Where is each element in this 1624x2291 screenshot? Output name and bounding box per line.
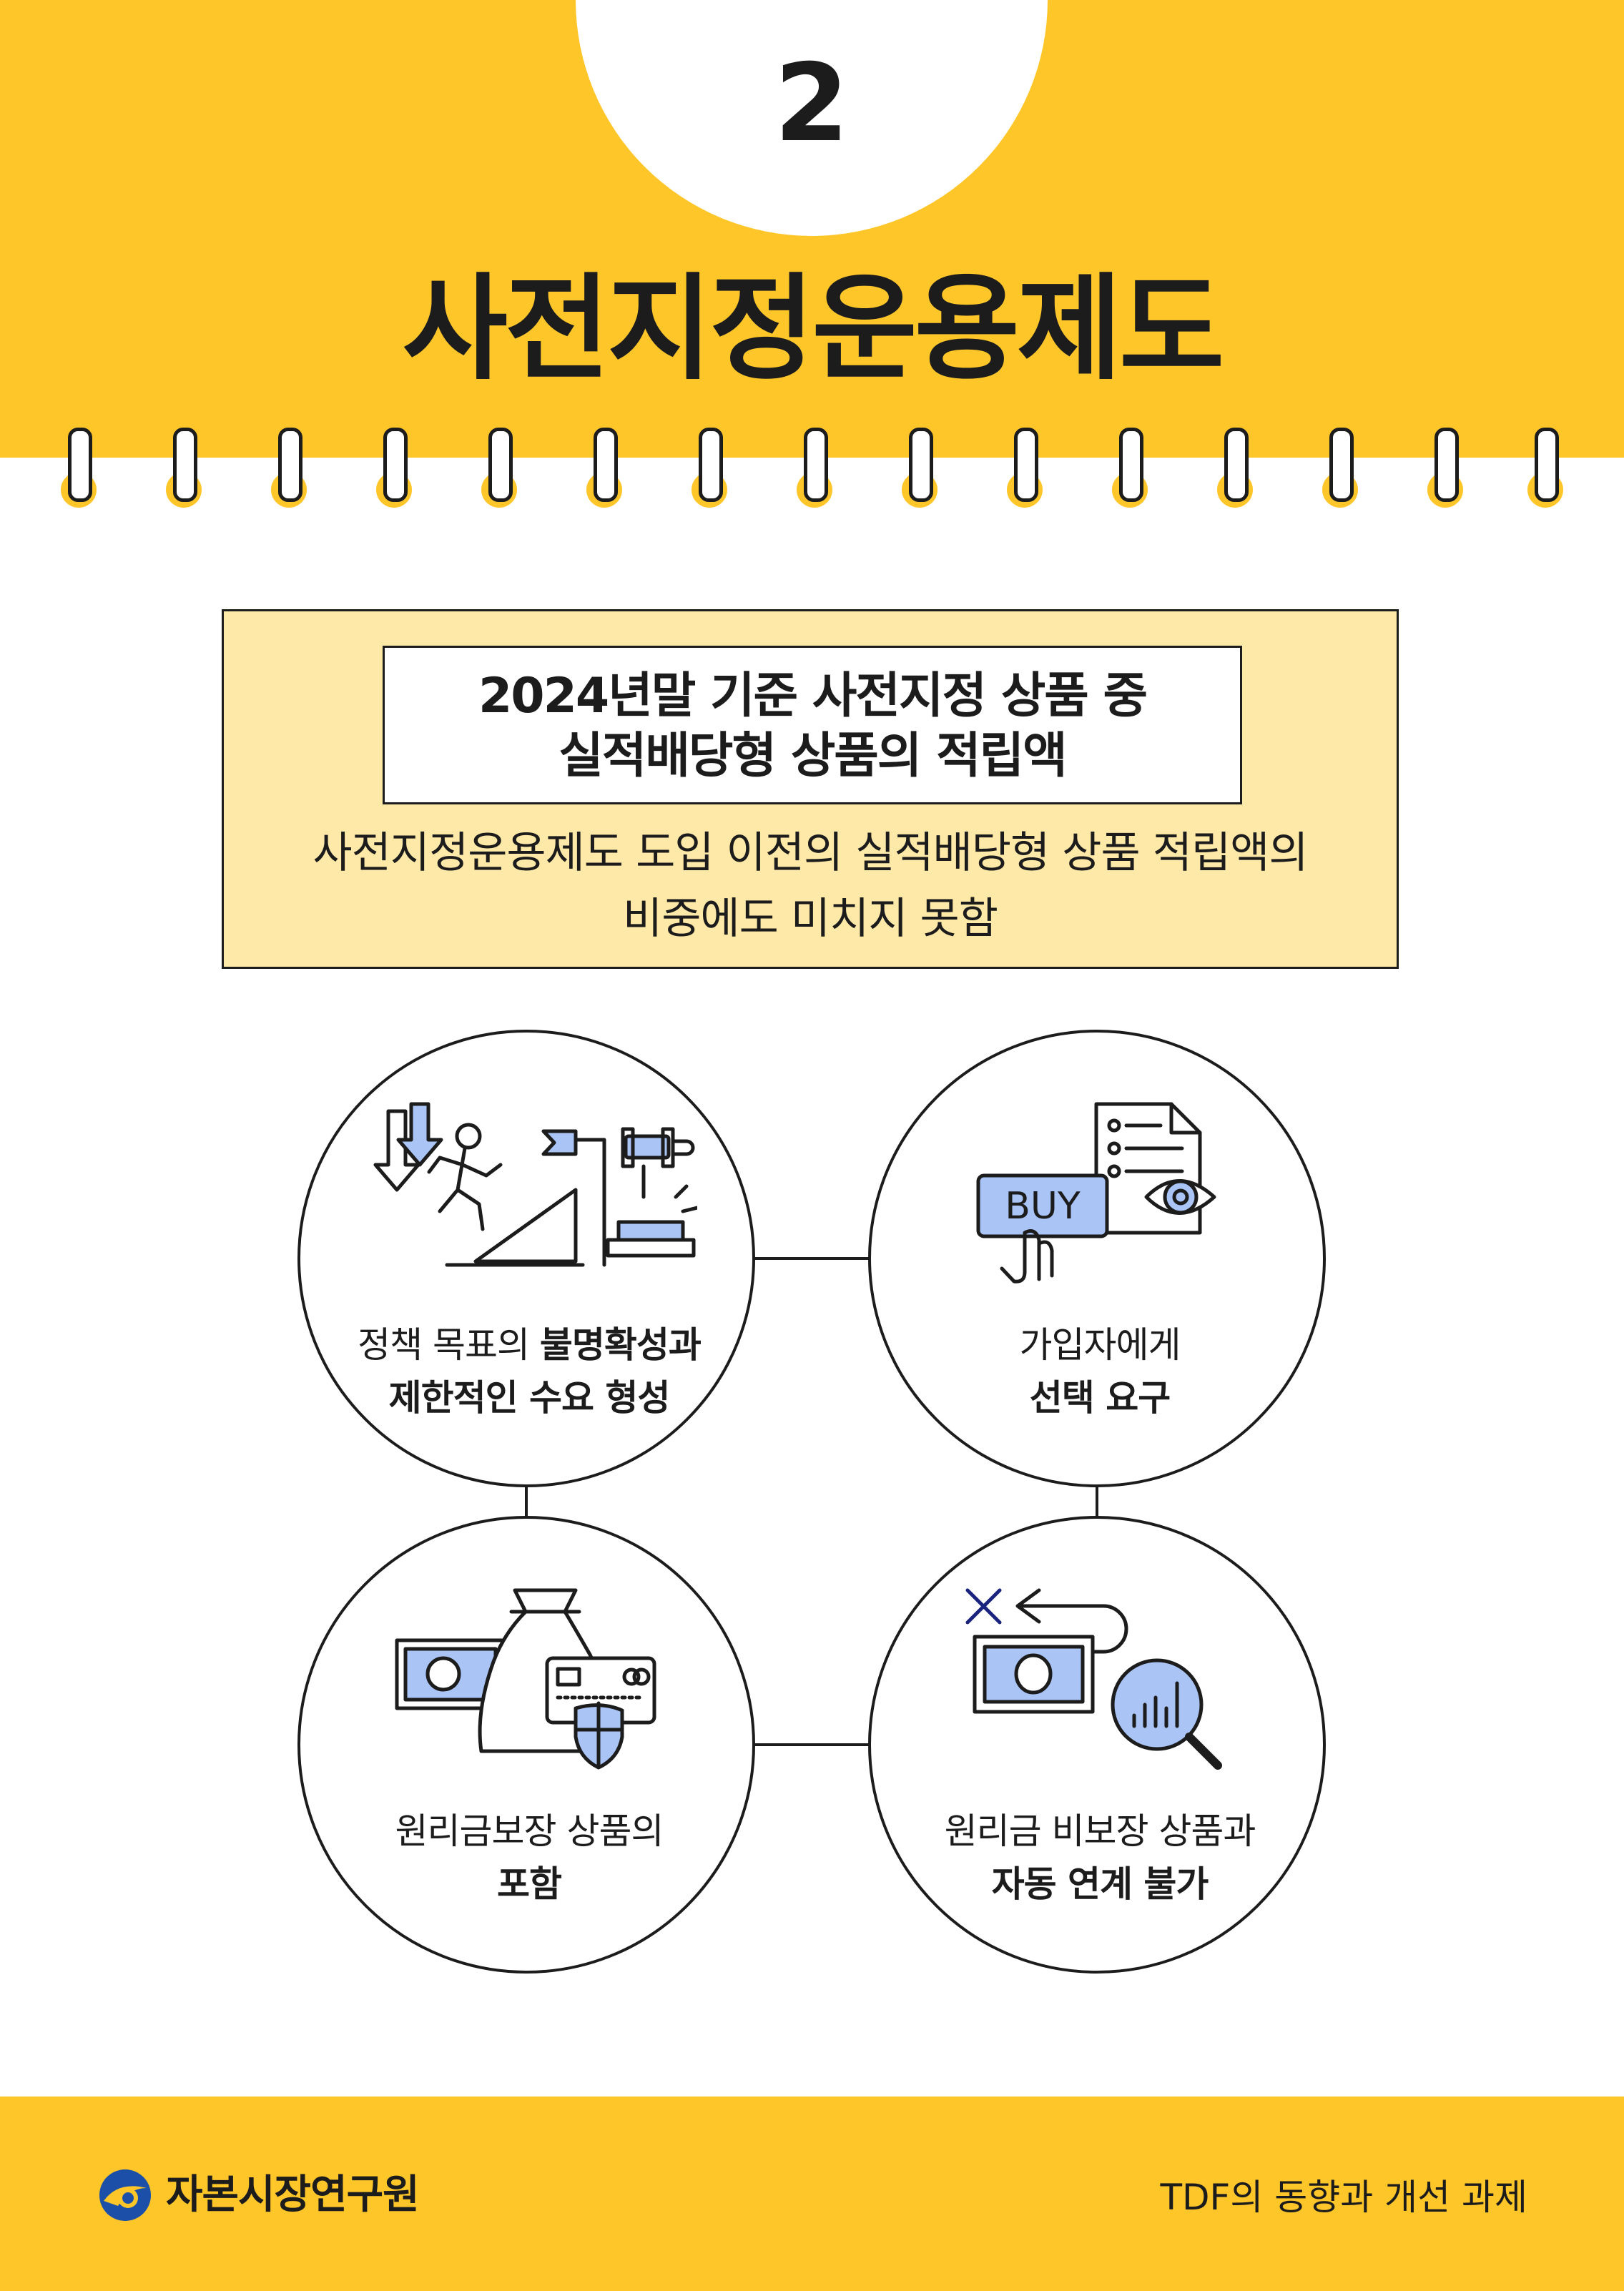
connector-line: [751, 1743, 872, 1746]
ring: [481, 428, 517, 521]
issue-text-bold: 제한적인 수요 형성: [388, 1377, 671, 1419]
issue-text-regular: 가입자에게: [1019, 1324, 1181, 1366]
ring: [1427, 428, 1463, 521]
page-title: 사전지정운용제도: [402, 262, 1225, 395]
issue-text-regular: 원리금 비보장 상품과: [944, 1810, 1256, 1852]
ring: [1217, 428, 1253, 521]
issue-circle-policy: 정책 목표의 불명확성과 제한적인 수요 형성: [297, 1030, 755, 1487]
institute-logo-icon: [99, 2169, 151, 2221]
ring: [61, 428, 97, 521]
issue-text-bold: 자동 연계 불가: [991, 1863, 1209, 1905]
ring: [271, 428, 307, 521]
issue-circle-choice: BUY 가입자에게 선택 요구: [868, 1030, 1326, 1487]
issue-circle-guarantee: 원리금보장 상품의 포함: [297, 1516, 755, 1974]
ring: [797, 428, 832, 521]
summary-heading-line: 실적배당형 상품의 적립액: [558, 728, 1068, 784]
issue-text: 가입자에게 선택 요구: [900, 1319, 1300, 1424]
issue-text: 원리금보장 상품의 포함: [329, 1805, 729, 1911]
ring: [1527, 428, 1563, 521]
document-title: TDF의 동향과 개선 과제: [1160, 2177, 1527, 2218]
ring: [376, 428, 412, 521]
connector-line: [751, 1257, 872, 1260]
ring: [1112, 428, 1148, 521]
ring: [166, 428, 202, 521]
summary-box: 2024년말 기준 사전지정 상품 중 실적배당형 상품의 적립액 사전지정운용…: [222, 609, 1399, 969]
summary-heading-line: 2024년말 기준 사전지정 상품 중: [478, 668, 1148, 724]
page-number: 2: [774, 41, 850, 166]
issue-text-regular: 원리금보장 상품의: [395, 1810, 664, 1852]
footer-band: [0, 2097, 1624, 2291]
policy-uncertainty-icon: [373, 1102, 697, 1267]
buy-choice-icon: BUY: [976, 1102, 1216, 1284]
issue-text-regular: 정책 목표의: [358, 1324, 540, 1366]
issue-text-bold: 포함: [497, 1863, 562, 1905]
svg-text:BUY: BUY: [1005, 1185, 1081, 1228]
ring: [586, 428, 622, 521]
issue-text: 원리금 비보장 상품과 자동 연계 불가: [900, 1805, 1300, 1911]
issue-text-bold: 불명확성과: [539, 1324, 702, 1366]
issue-text-bold: 선택 요구: [1029, 1377, 1171, 1419]
no-auto-link-icon: [965, 1588, 1222, 1770]
summary-description-line: 사전지정운용제도 도입 이전의 실적배당형 상품 적립액의: [313, 828, 1308, 878]
summary-heading: 2024년말 기준 사전지정 상품 중 실적배당형 상품의 적립액: [383, 646, 1242, 804]
principal-guarantee-icon: [395, 1588, 656, 1770]
calendar-rings: [0, 428, 1624, 521]
org-name: 자본시장연구원: [166, 2172, 420, 2218]
summary-description: 사전지정운용제도 도입 이전의 실적배당형 상품 적립액의 비중에도 미치지 못…: [224, 820, 1397, 952]
issue-circle-no-link: 원리금 비보장 상품과 자동 연계 불가: [868, 1516, 1326, 1974]
ring: [692, 428, 727, 521]
ring: [1322, 428, 1358, 521]
ring: [902, 428, 938, 521]
issue-text: 정책 목표의 불명확성과 제한적인 수요 형성: [329, 1319, 729, 1424]
summary-description-line: 비중에도 미치지 못함: [623, 894, 998, 944]
ring: [1007, 428, 1043, 521]
